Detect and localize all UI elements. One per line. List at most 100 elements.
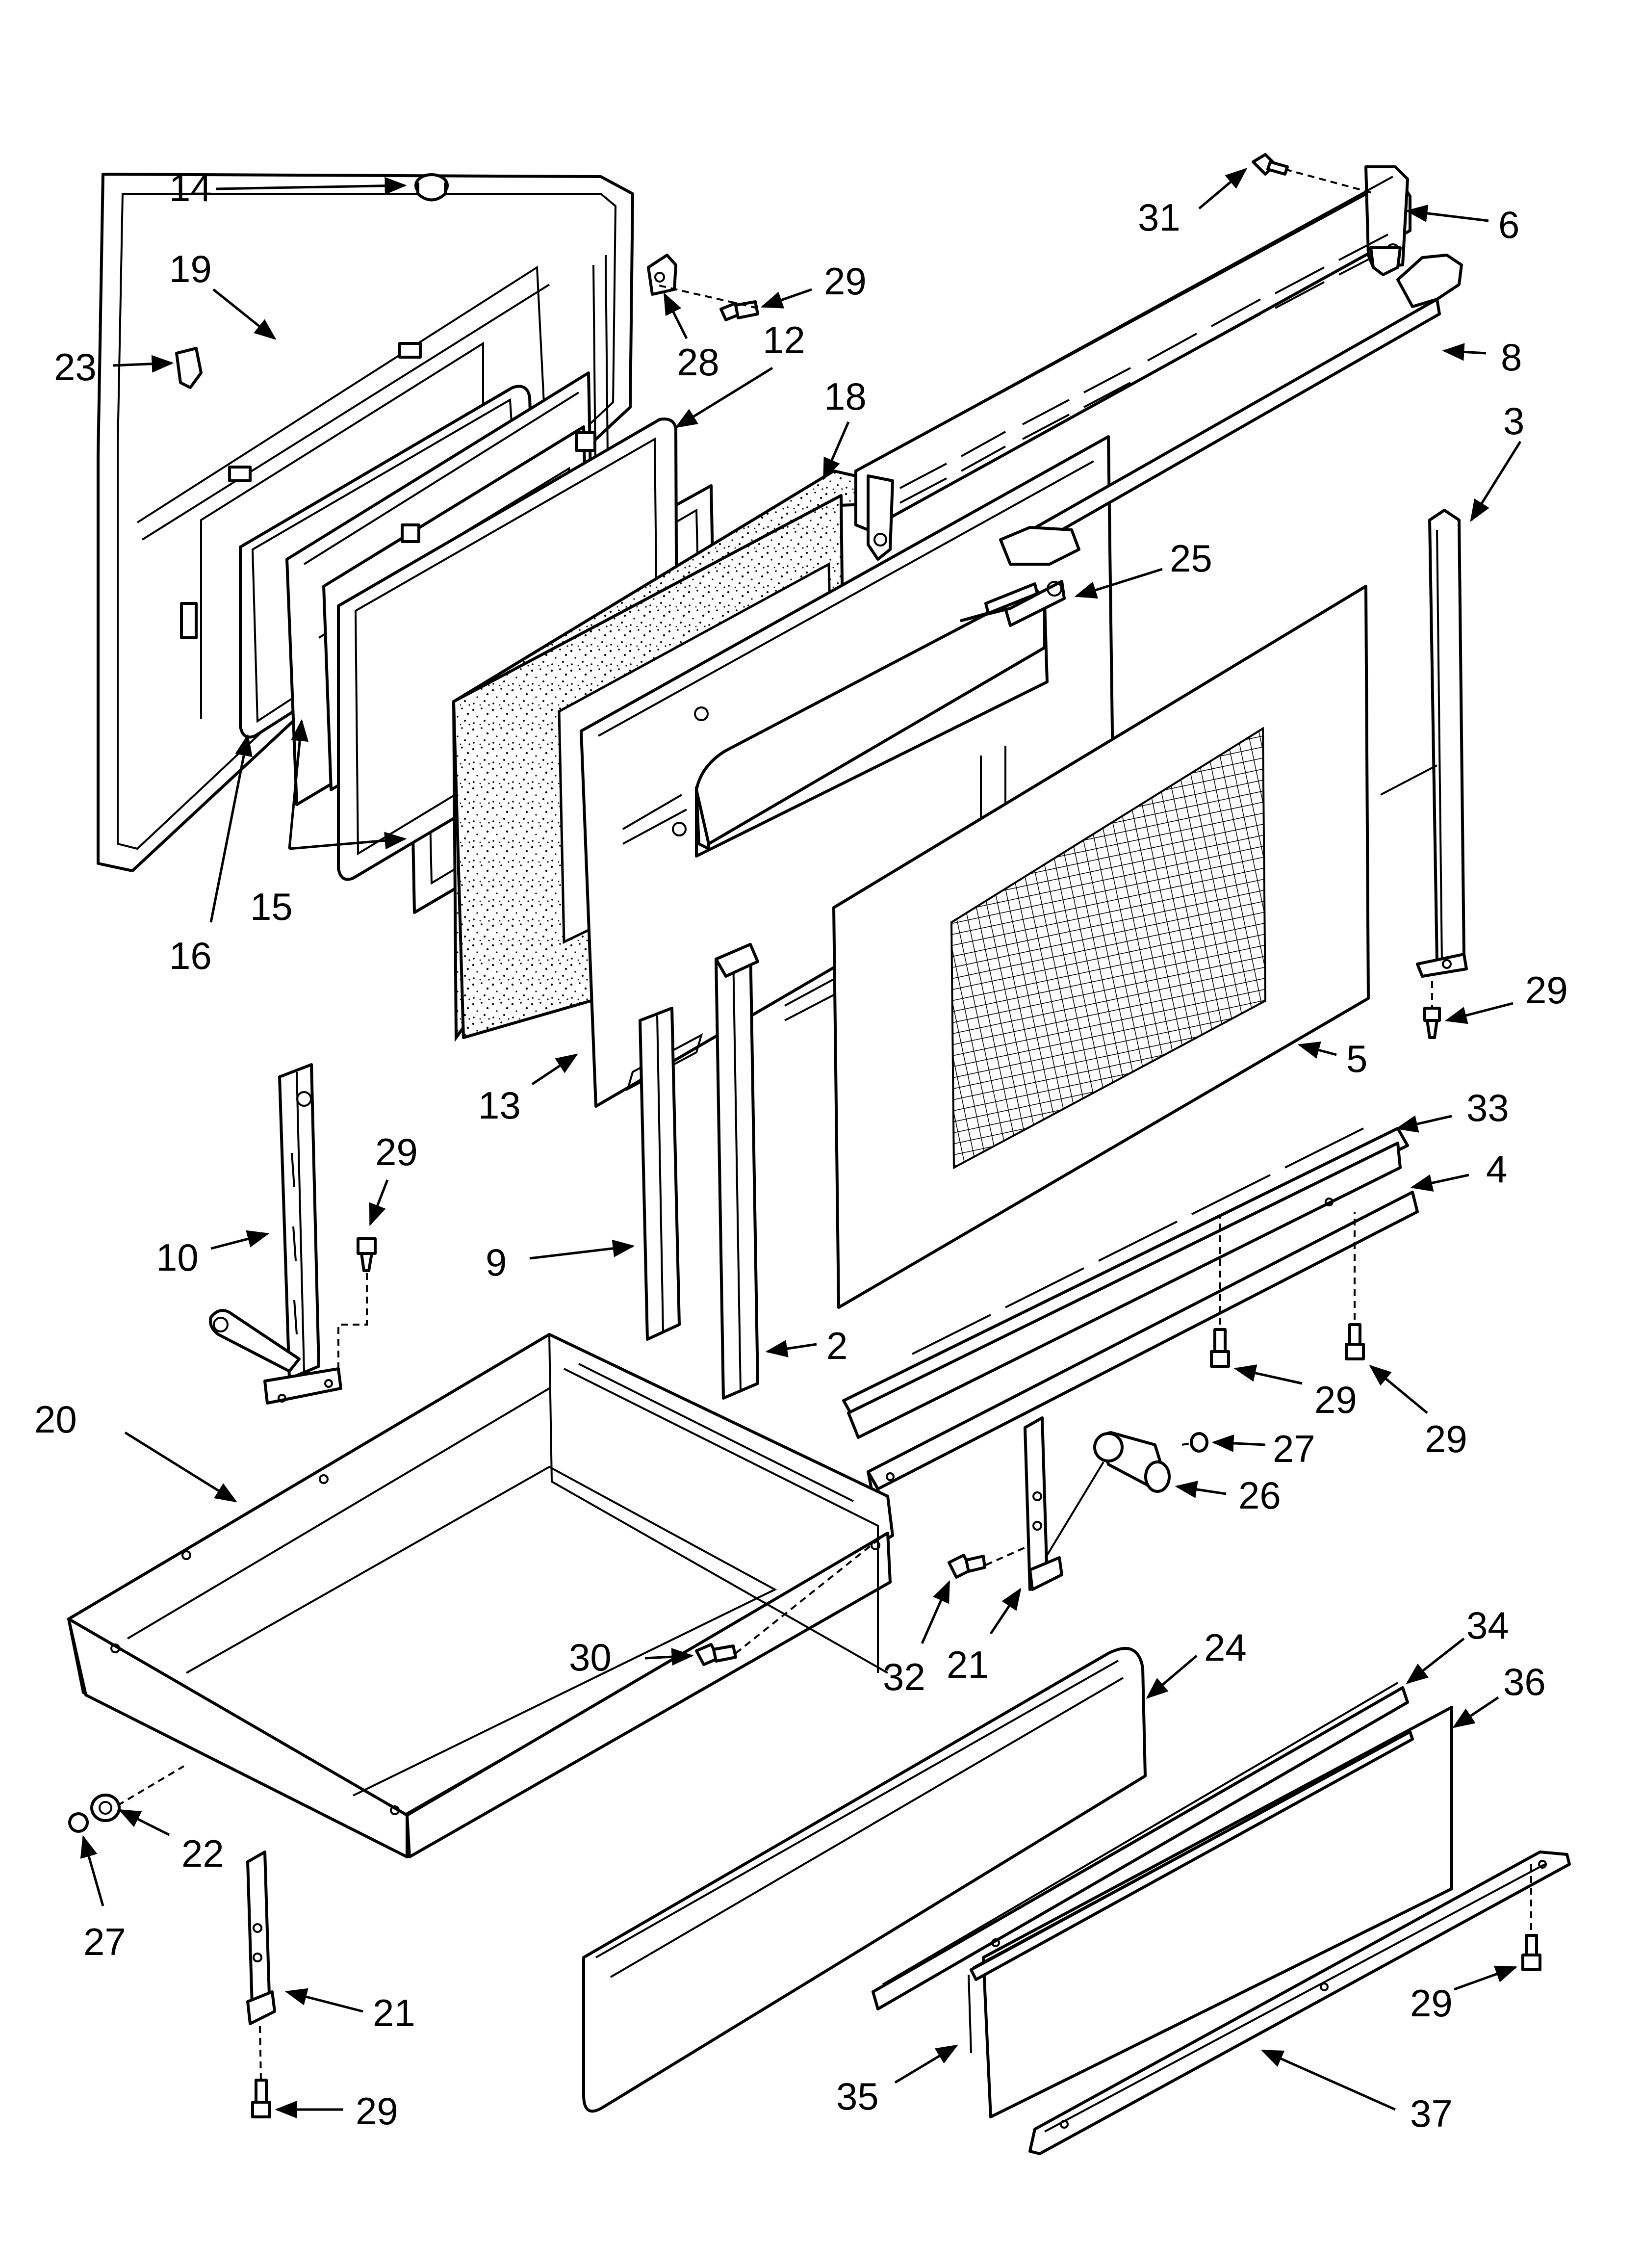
screw-slide-right (948, 1554, 986, 1579)
callout-label: 29 (356, 2089, 398, 2133)
callout-3: 3 (1470, 399, 1524, 522)
callout-29-drawer-trim: 29 (1410, 1965, 1518, 2025)
hinge-receptacle (647, 254, 677, 296)
callout-label: 6 (1498, 203, 1519, 246)
callout-label: 28 (677, 340, 719, 384)
callout-label: 8 (1501, 336, 1522, 379)
callout-label: 29 (1314, 1378, 1357, 1421)
callout-18: 18 (822, 375, 867, 481)
drawer-front (582, 1647, 1147, 2113)
callout-13: 13 (478, 1053, 578, 1127)
callout-32: 32 (883, 1580, 950, 1698)
callout-27-left: 27 (80, 1835, 126, 1963)
door-clip (175, 342, 422, 639)
callout-label: 32 (883, 1655, 925, 1698)
drawer-slide-left (246, 1851, 276, 2025)
callout-19: 19 (169, 247, 277, 340)
callout-20: 20 (34, 1398, 237, 1503)
callout-label: 10 (156, 1236, 199, 1279)
washer-left (68, 1812, 89, 1833)
callout-label: 5 (1346, 1037, 1367, 1080)
callout-8: 8 (1442, 336, 1522, 379)
callout-25: 25 (1074, 537, 1212, 599)
callout-label: 22 (181, 1832, 224, 1875)
callout-35: 35 (836, 2044, 958, 2118)
callout-14: 14 (169, 166, 407, 209)
callout-label: 37 (1410, 2092, 1453, 2135)
callout-label: 23 (54, 345, 97, 389)
callout-29-bottom-b: 29 (1369, 1365, 1467, 1460)
callout-label: 21 (947, 1643, 989, 1686)
callout-9: 9 (486, 1239, 635, 1284)
door-side-trim-9 (639, 1007, 681, 1341)
callout-label: 33 (1466, 1086, 1509, 1129)
screw-bottom-b (1345, 1323, 1365, 1360)
callout-label: 24 (1204, 1626, 1247, 1669)
callout-label: 12 (763, 318, 805, 362)
side-trim-left (209, 1063, 342, 1405)
callout-label: 13 (478, 1084, 521, 1127)
callout-29-slide-left: 29 (275, 2089, 398, 2133)
callout-label: 25 (1170, 537, 1212, 580)
callout-2: 2 (765, 1324, 847, 1367)
drawer-bottom-trim (1028, 1851, 1571, 2155)
screw-trim-top (1252, 153, 1289, 176)
callout-21-right: 21 (947, 1588, 1022, 1686)
washer-right (1190, 1432, 1208, 1453)
screw-drawer (695, 1643, 737, 1666)
callout-10: 10 (156, 1230, 270, 1279)
callout-27-right: 27 (1211, 1427, 1315, 1470)
bottom-vent (842, 1127, 1409, 1439)
callout-label: 14 (169, 166, 212, 209)
callout-label: 20 (34, 1398, 77, 1441)
door-handle (999, 254, 1463, 566)
callout-24: 24 (1146, 1626, 1247, 1699)
screw-side-right (1423, 1007, 1441, 1039)
callout-label: 29 (824, 260, 867, 303)
callout-label: 34 (1466, 1604, 1509, 1647)
callout-29-hinge: 29 (760, 260, 867, 309)
callout-label: 21 (373, 1991, 415, 2034)
screw-bottom-a (1210, 1328, 1230, 1368)
callout-5: 5 (1297, 1037, 1367, 1080)
callout-label: 35 (836, 2075, 879, 2118)
callout-label: 27 (83, 1920, 126, 1963)
drawer-trim (872, 1682, 1409, 2010)
handle-bracket (695, 580, 1066, 850)
screw-slide-left (251, 2079, 271, 2118)
drawer-roller-left (90, 1794, 121, 1822)
callout-37: 37 (1260, 2049, 1453, 2135)
callout-30: 30 (569, 1636, 694, 1679)
callout-26: 26 (1175, 1474, 1281, 1517)
callout-label: 18 (824, 375, 867, 418)
callout-label: 16 (169, 934, 212, 977)
callout-label: 29 (1525, 968, 1568, 1012)
callout-16: 16 (169, 733, 253, 977)
screw-side-left (357, 1237, 377, 1272)
callout-29-side-left: 29 (369, 1130, 418, 1226)
callout-21-left: 21 (284, 1988, 415, 2034)
assembly-lines (117, 168, 1532, 2081)
callout-12: 12 (675, 318, 805, 428)
callout-23: 23 (54, 345, 174, 389)
callout-29-bottom-a: 29 (1233, 1364, 1357, 1421)
callout-label: 29 (1410, 1981, 1453, 2025)
callout-36: 36 (1452, 1660, 1546, 1728)
side-trim-right (1416, 509, 1468, 978)
door-handle-trim (854, 165, 1411, 561)
callout-label: 4 (1486, 1147, 1507, 1191)
callout-label: 26 (1238, 1474, 1281, 1517)
callout-label: 3 (1503, 399, 1524, 443)
callout-label: 15 (250, 885, 293, 928)
callout-label: 29 (375, 1130, 418, 1173)
callout-15: 15 (250, 719, 407, 928)
callout-label: 31 (1138, 196, 1180, 239)
callout-label: 2 (826, 1324, 847, 1367)
callout-6: 6 (1405, 203, 1519, 246)
callout-4: 4 (1410, 1147, 1507, 1192)
callout-22: 22 (118, 1809, 224, 1875)
drawer-panel-front (970, 1730, 1414, 1981)
drawer-body (67, 1333, 894, 1858)
